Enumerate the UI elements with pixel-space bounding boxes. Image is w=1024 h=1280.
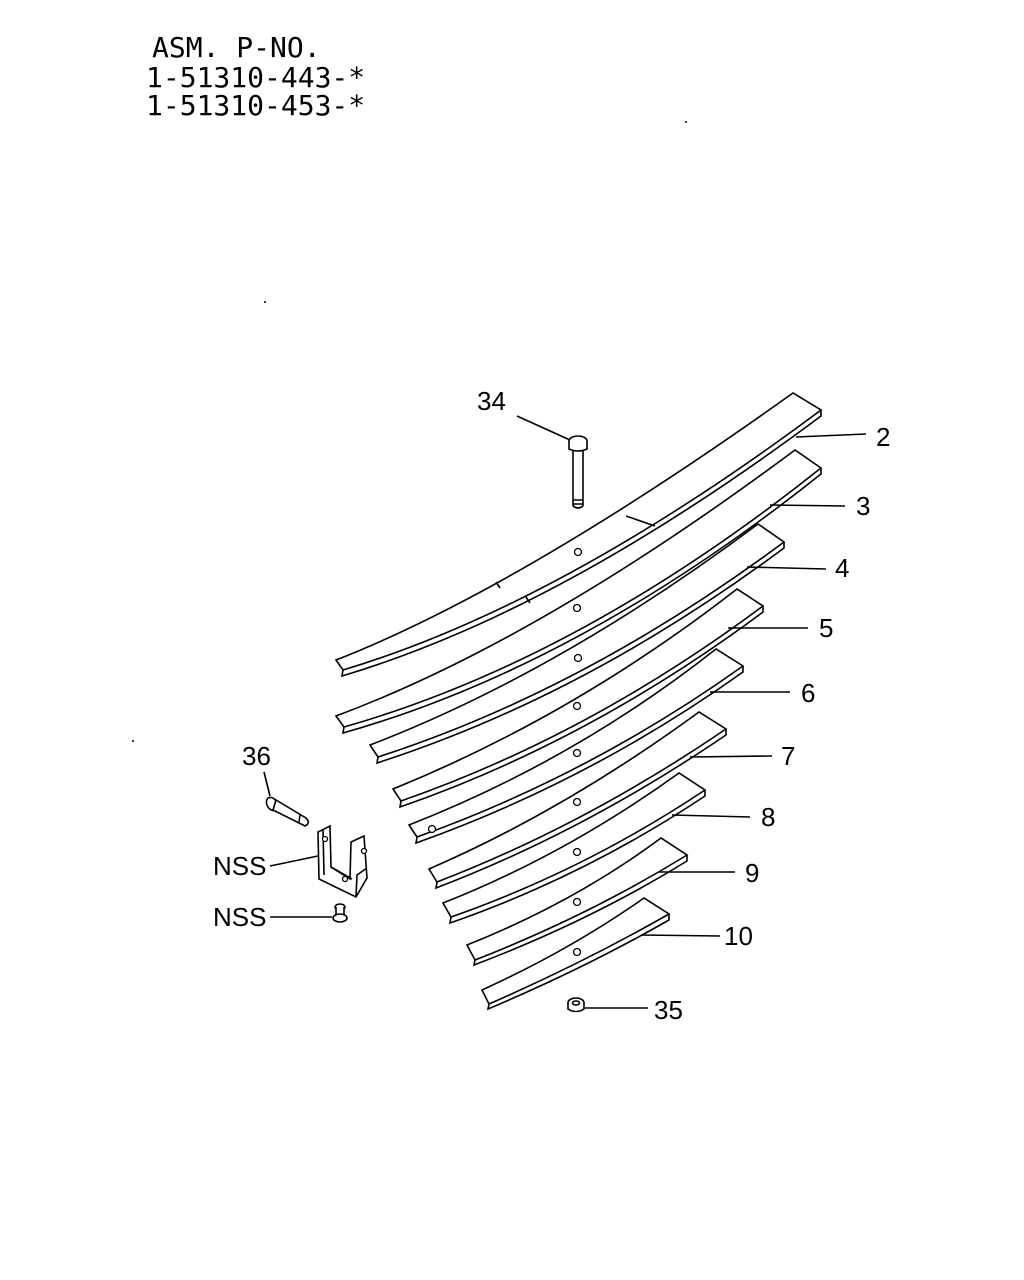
callout-4: 4	[835, 553, 849, 583]
leader-8	[671, 814, 751, 818]
callout-5: 5	[819, 613, 833, 643]
clip-bolt	[265, 796, 310, 827]
leaf-9-center-hole	[572, 947, 582, 957]
assembly-part-number-1: 1-51310-443-*	[146, 61, 366, 94]
leader-nss-clip	[269, 855, 319, 867]
spring-leaf-4	[391, 588, 765, 809]
clip-rivet	[332, 903, 348, 923]
leaf-5-end-hole	[427, 824, 437, 834]
leader-4	[746, 566, 827, 570]
spring-leaf-9	[480, 897, 671, 1011]
leader-10	[640, 934, 721, 937]
spring-leaf-1	[334, 392, 823, 678]
rebound-clip	[317, 824, 368, 899]
callout-10: 10	[724, 921, 753, 951]
callout-36: 36	[242, 741, 271, 771]
leader-34	[516, 415, 571, 441]
leaf-1-center-hole	[573, 547, 583, 557]
leader-36	[263, 771, 271, 797]
leaf-5-center-hole	[572, 748, 582, 758]
leaf-4-center-hole	[572, 701, 582, 711]
assembly-title: ASM. P-NO.	[152, 31, 321, 64]
leaf-2-center-hole	[572, 603, 582, 613]
spring-leaf-6	[427, 711, 728, 890]
leader-2	[795, 433, 867, 438]
callout-7: 7	[781, 741, 795, 771]
callout-3: 3	[856, 491, 870, 521]
spring-leaf-8	[465, 837, 689, 967]
leader-7	[689, 755, 773, 758]
callout-9: 9	[745, 858, 759, 888]
callout-35: 35	[654, 995, 683, 1025]
spring-leaf-3	[368, 523, 786, 765]
leader-3	[769, 504, 846, 507]
spring-leaf-7	[441, 772, 707, 925]
callout-2: 2	[876, 422, 890, 452]
callout-nss-rivet: NSS	[213, 902, 266, 932]
callout-6: 6	[801, 678, 815, 708]
leaf-8-center-hole	[572, 897, 582, 907]
assembly-part-number-2: 1-51310-453-*	[146, 89, 366, 122]
leaf-3-center-hole	[573, 653, 583, 663]
callout-nss-clip: NSS	[213, 851, 266, 881]
center-nut	[567, 997, 585, 1013]
callout-34: 34	[477, 386, 506, 416]
spring-leaf-5	[407, 648, 745, 845]
center-bolt	[568, 435, 588, 509]
callout-8: 8	[761, 802, 775, 832]
leaf-6-center-hole	[572, 797, 582, 807]
leaf-7-center-hole	[572, 847, 582, 857]
spring-leaf-2	[334, 449, 823, 735]
